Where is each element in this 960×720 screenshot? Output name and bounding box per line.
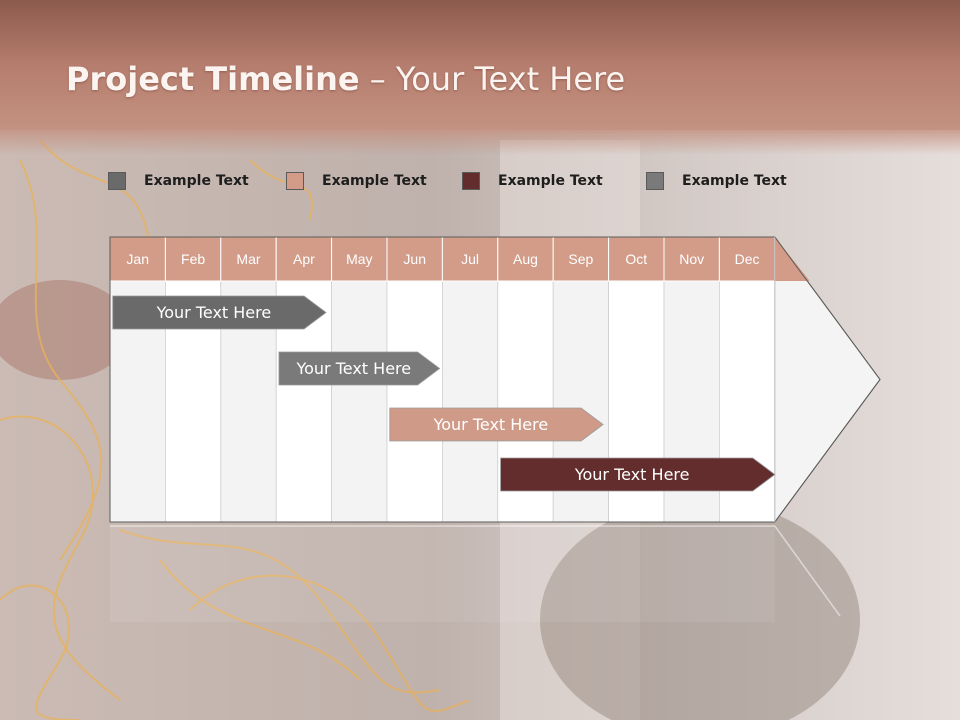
legend-label: Example Text [322,173,427,189]
task-bar [278,351,441,386]
month-label: Jul [461,251,480,267]
reflection [110,526,775,622]
month-label: Aug [513,251,538,267]
header-band: Project Timeline – Your Text Here [0,0,960,130]
month-header-cell [331,236,388,282]
task-label: Your Text Here [574,465,690,484]
month-column [386,280,443,523]
title-rest: – Your Text Here [359,60,626,98]
month-label: Jun [403,251,426,267]
legend-label: Example Text [144,173,249,189]
arrow-outline [109,236,881,523]
month-column [331,280,388,523]
month-header-cell [109,236,166,282]
header-tip [774,237,810,281]
month-label: Apr [292,251,315,267]
legend-item: Example Text [646,170,787,192]
month-label: Feb [181,251,206,267]
legend-swatch [286,172,304,190]
month-label: Oct [625,251,648,267]
month-header-cell [608,236,665,282]
task-bar [112,295,327,330]
month-label: May [346,251,373,267]
legend-swatch [462,172,480,190]
task-bar [389,407,604,442]
month-header-cell [497,236,554,282]
month-header-cell [441,236,499,282]
task-label: Your Text Here [156,303,272,322]
month-label: Jan [126,251,149,267]
legend-item: Example Text [108,170,249,192]
legend-swatch [108,172,126,190]
title-bold: Project Timeline [66,60,360,98]
month-header-cell [275,236,333,282]
task-bar [500,457,776,492]
slide-title: Project Timeline – Your Text Here [66,60,625,98]
reflection-line [110,525,841,617]
month-label: Sep [568,251,594,267]
legend-item: Example Text [462,170,603,192]
month-label: Dec [734,251,760,267]
legend-swatch [646,172,664,190]
month-header-cell [386,236,443,282]
month-header-cell [164,236,222,282]
month-label: Nov [679,251,705,267]
legend-item: Example Text [286,170,427,192]
month-column [441,280,499,523]
legend-label: Example Text [498,173,603,189]
legend-label: Example Text [682,173,787,189]
task-label: Your Text Here [296,359,412,378]
month-label: Mar [236,251,261,267]
task-label: Your Text Here [433,415,549,434]
